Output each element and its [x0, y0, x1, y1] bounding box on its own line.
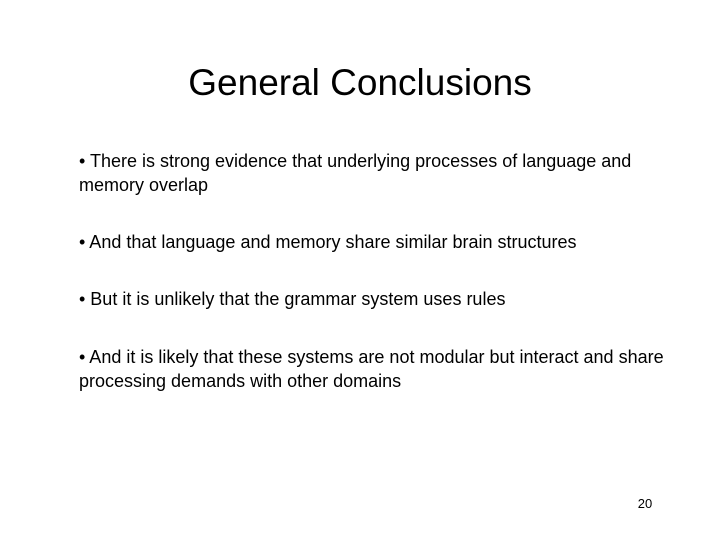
page-number: 20	[637, 496, 653, 511]
bullet-item: • And that language and memory share sim…	[79, 232, 577, 252]
slide-title: General Conclusions	[188, 62, 532, 103]
bullet-item: • There is strong evidence that underlyi…	[79, 151, 632, 195]
bullet-item: • But it is unlikely that the grammar sy…	[79, 289, 506, 309]
bullet-item: • And it is likely that these systems ar…	[79, 347, 664, 391]
